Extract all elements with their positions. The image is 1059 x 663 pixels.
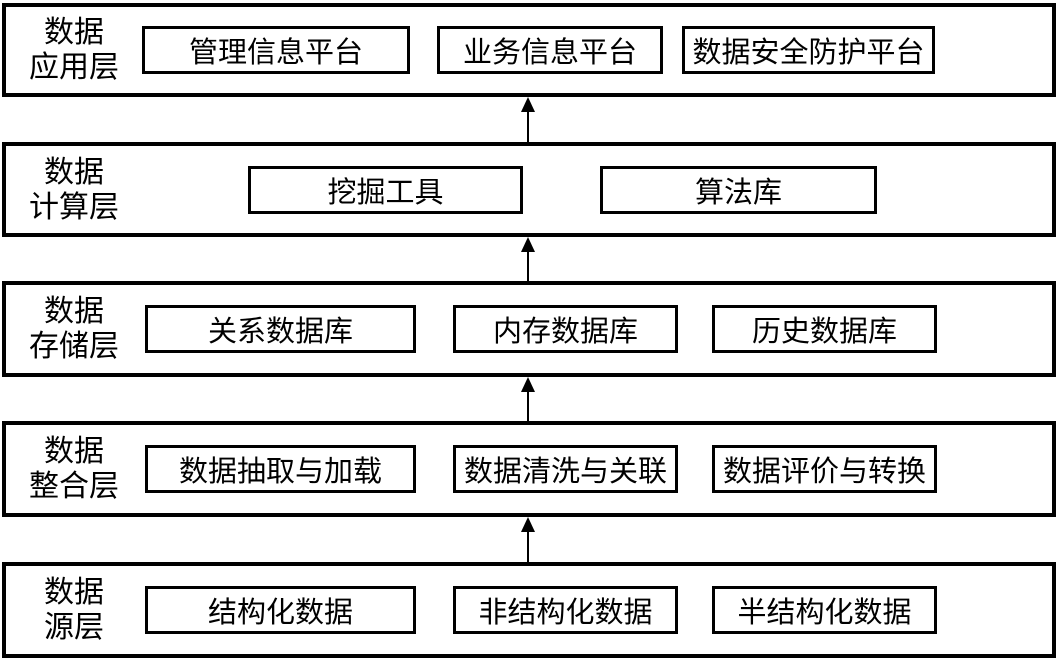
data-cleaning-association-box: 数据清洗与关联: [453, 445, 678, 493]
layer-label-line2: 计算层: [29, 190, 119, 224]
data-evaluation-conversion-box: 数据评价与转换: [712, 445, 937, 493]
layer-data-computing: 数据 计算层 挖掘工具 算法库: [2, 142, 1056, 237]
layer-label-line2: 源层: [44, 611, 104, 644]
arrowhead: [521, 377, 535, 392]
arrowhead: [521, 517, 535, 532]
semi-structured-data-box: 半结构化数据: [712, 586, 937, 634]
layer-label-line1: 数据: [44, 435, 104, 468]
up-arrow-icon: [521, 97, 535, 142]
arrow-stem: [527, 392, 529, 421]
arrowhead: [521, 237, 535, 252]
in-memory-database-box: 内存数据库: [453, 305, 678, 353]
layer-data-integration: 数据 整合层 数据抽取与加载 数据清洗与关联 数据评价与转换: [2, 421, 1056, 517]
structured-data-box: 结构化数据: [145, 586, 416, 634]
arrowhead: [521, 97, 535, 112]
layer-label-line2: 应用层: [29, 51, 119, 84]
layer-label-line1: 数据: [44, 155, 104, 189]
layer-label-line1: 数据: [44, 295, 104, 328]
layer-data-storage: 数据 存储层 关系数据库 内存数据库 历史数据库: [2, 281, 1056, 377]
layer-label-line1: 数据: [44, 576, 104, 609]
algorithm-library-box: 算法库: [600, 165, 877, 214]
layer-data-source: 数据 源层 结构化数据 非结构化数据 半结构化数据: [2, 562, 1056, 658]
layer-label-line2: 存储层: [29, 330, 119, 363]
arrow-stem: [527, 252, 529, 281]
business-info-platform-box: 业务信息平台: [437, 26, 663, 74]
data-security-protection-platform-box: 数据安全防护平台: [682, 26, 935, 74]
historical-database-box: 历史数据库: [712, 305, 937, 353]
layer-data-application: 数据 应用层 管理信息平台 业务信息平台 数据安全防护平台: [2, 3, 1056, 97]
arrow-stem: [527, 112, 529, 142]
layer-label-line2: 整合层: [29, 470, 119, 503]
layer-data-source-label: 数据 源层: [6, 566, 142, 654]
layer-data-integration-label: 数据 整合层: [6, 425, 142, 513]
layer-label-line1: 数据: [44, 16, 104, 49]
relational-database-box: 关系数据库: [145, 305, 416, 353]
unstructured-data-box: 非结构化数据: [453, 586, 678, 634]
arrow-stem: [527, 532, 529, 562]
layer-data-application-label: 数据 应用层: [6, 7, 142, 93]
layer-data-storage-label: 数据 存储层: [6, 285, 142, 373]
data-extraction-loading-box: 数据抽取与加载: [145, 445, 416, 493]
management-info-platform-box: 管理信息平台: [142, 26, 410, 74]
up-arrow-icon: [521, 517, 535, 562]
layer-data-computing-label: 数据 计算层: [6, 146, 142, 233]
up-arrow-icon: [521, 237, 535, 281]
mining-tools-box: 挖掘工具: [248, 165, 523, 214]
up-arrow-icon: [521, 377, 535, 421]
